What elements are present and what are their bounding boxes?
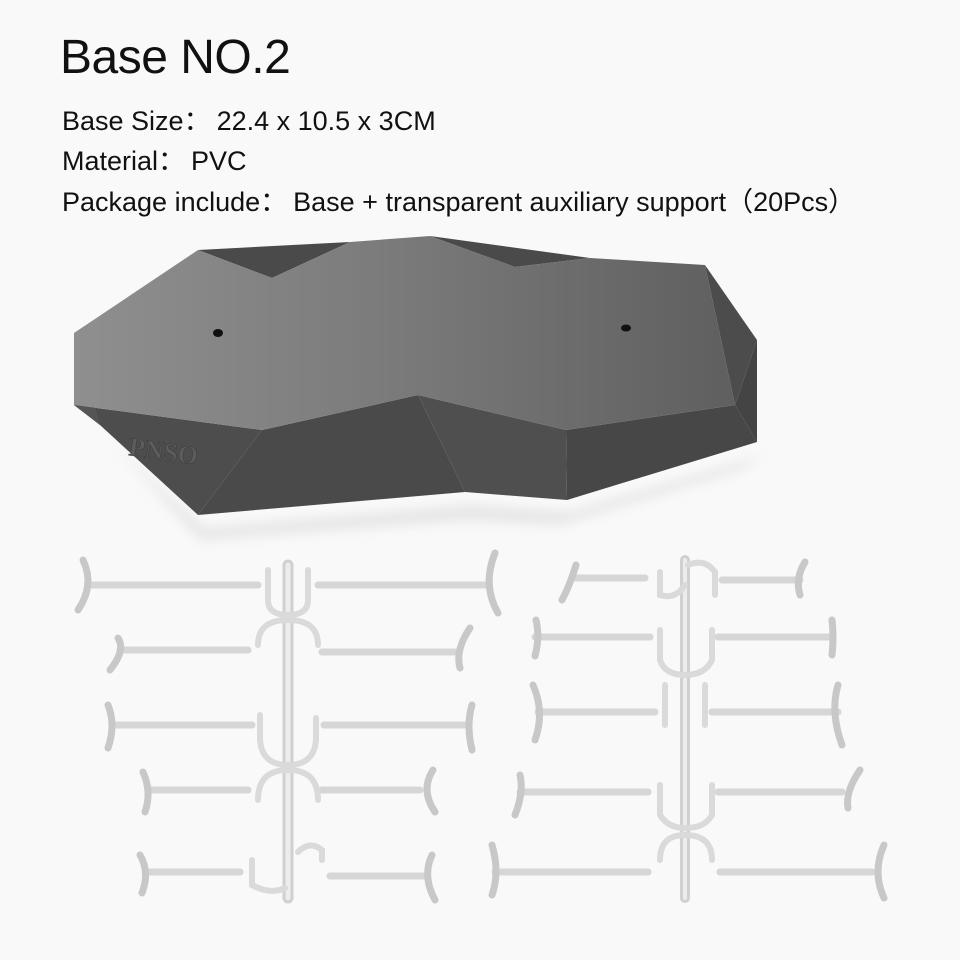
pin-hole-right-icon: [621, 324, 631, 332]
spec-label: Base Size: [62, 106, 184, 136]
spec-value: 22.4 x 10.5 x 3CM: [216, 106, 436, 136]
spec-base-size: Base Size：22.4 x 10.5 x 3CM: [62, 104, 436, 138]
support-sprue-right: [488, 555, 888, 903]
support-sprue-left: [74, 549, 502, 904]
spec-separator: ：: [260, 187, 288, 217]
spec-value: PVC: [191, 146, 247, 176]
spec-package-include: Package include：Base + transparent auxil…: [62, 185, 855, 219]
spec-label: Package include: [62, 187, 261, 217]
spec-material: Material：PVC: [62, 144, 247, 178]
spec-value: Base + transparent auxiliary support（20P…: [293, 187, 856, 217]
product-title: Base NO.2: [60, 31, 291, 84]
spec-label: Material: [62, 146, 159, 176]
spec-separator: ：: [158, 146, 186, 176]
spec-separator: ：: [183, 106, 211, 136]
pin-hole-left-icon: [213, 329, 223, 337]
